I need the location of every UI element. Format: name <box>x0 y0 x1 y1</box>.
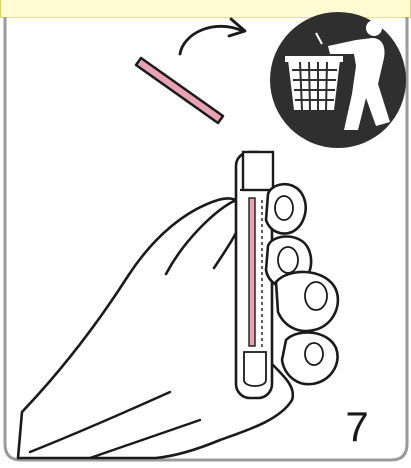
trash-bin-icon <box>270 12 406 148</box>
curved-arrow-icon <box>180 19 245 54</box>
step-number: 7 <box>344 402 370 452</box>
discarded-strip-icon <box>136 58 223 123</box>
fingers <box>266 184 338 384</box>
